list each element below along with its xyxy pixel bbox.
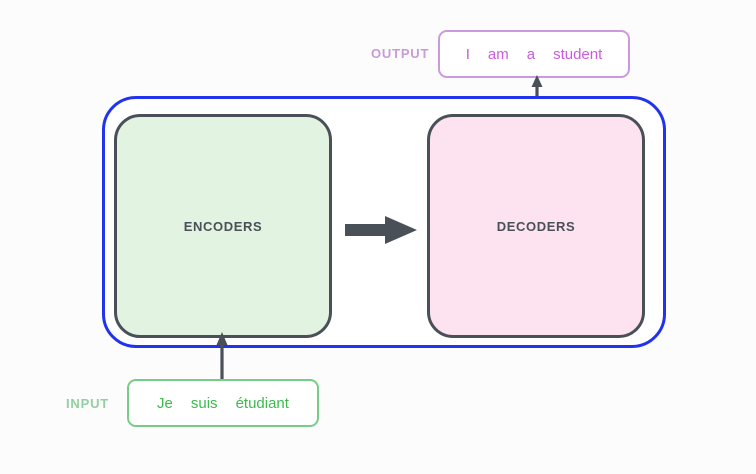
encoders-to-decoders-arrow-icon (345, 216, 417, 244)
encoders-block[interactable]: ENCODERS (114, 114, 332, 338)
decoders-block[interactable]: DECODERS (427, 114, 645, 338)
input-token: étudiant (235, 394, 289, 412)
encoders-label: ENCODERS (183, 218, 263, 234)
output-token: a (526, 45, 536, 63)
input-token-box: Je suis étudiant (127, 379, 319, 427)
input-token: Je (157, 394, 173, 412)
input-token: suis (190, 394, 218, 412)
output-token-box: I am a student (438, 30, 630, 78)
output-token: I (465, 45, 470, 63)
decoders-label: DECODERS (496, 218, 576, 234)
output-token: am (487, 45, 509, 63)
output-token: student (553, 45, 603, 63)
input-label: INPUT (66, 396, 109, 411)
output-label: OUTPUT (371, 46, 430, 61)
